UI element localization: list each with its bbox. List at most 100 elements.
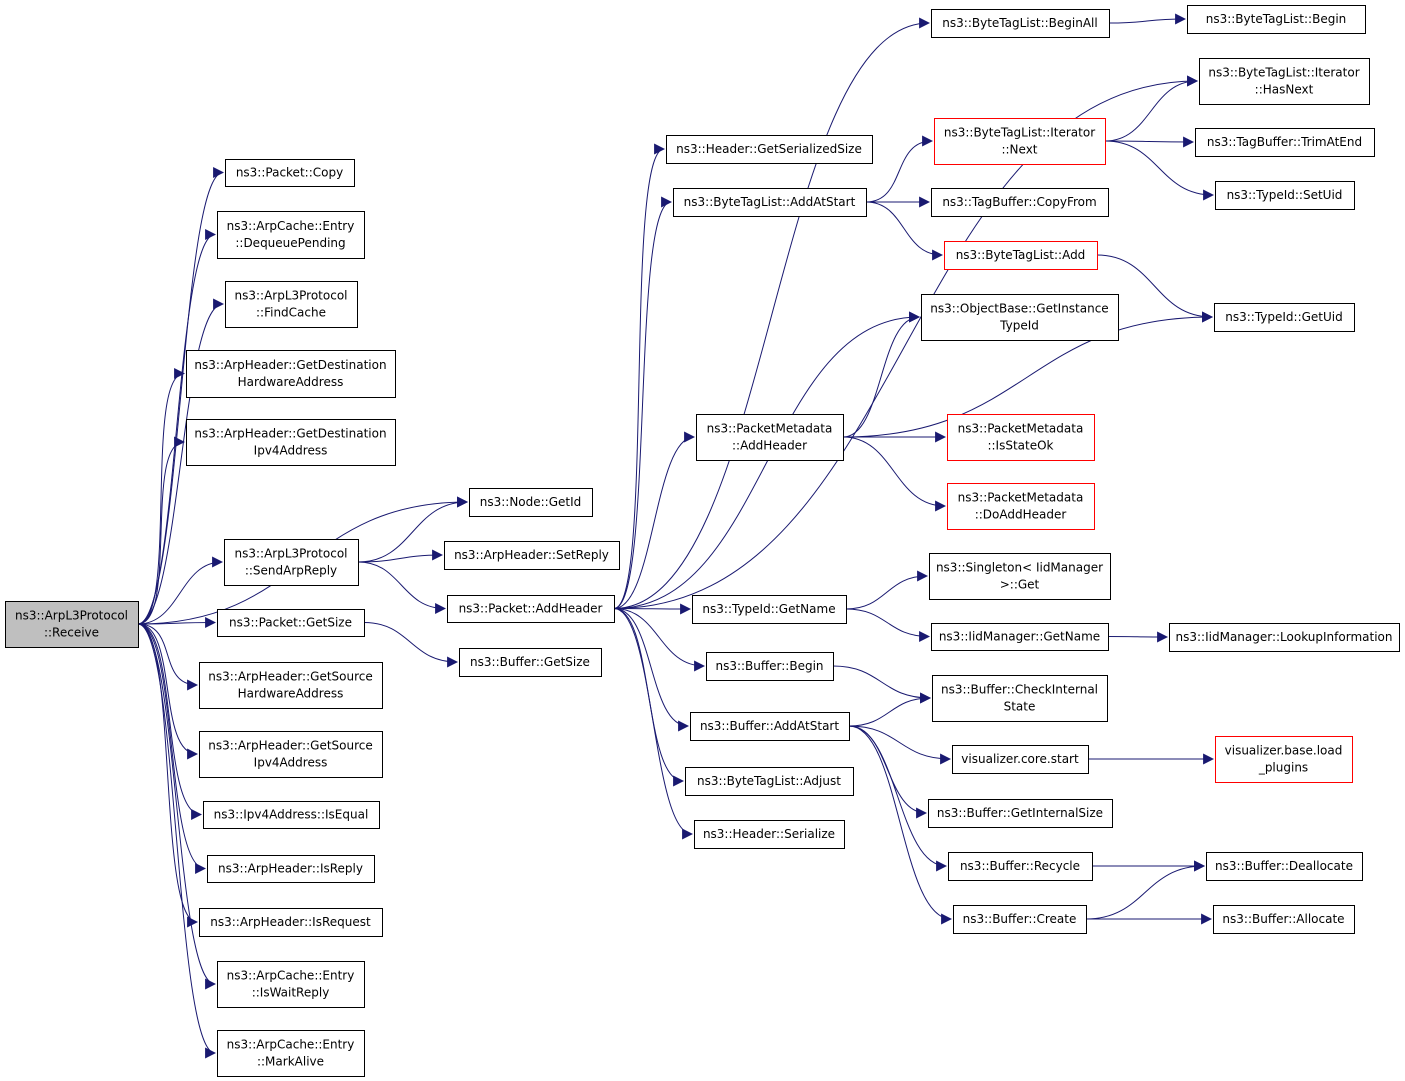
node-pm_add_header[interactable]: ns3::PacketMetadata::AddHeader [696, 414, 844, 461]
node-node_getid[interactable]: ns3::Node::GetId [469, 488, 593, 517]
node-label: ns3::TagBuffer::CopyFrom [942, 195, 1096, 209]
node-dequeue_pending[interactable]: ns3::ArpCache::Entry::DequeuePending [217, 211, 365, 259]
node-btl_iter_next[interactable]: ns3::ByteTagList::Iterator::Next [934, 118, 1106, 165]
node-box [928, 799, 1113, 828]
node-receive[interactable]: ns3::ArpL3Protocol::Receive [5, 601, 139, 648]
node-buffer_deallocate[interactable]: ns3::Buffer::Deallocate [1206, 852, 1363, 881]
node-btl_add_at_start[interactable]: ns3::ByteTagList::AddAtStart [673, 188, 867, 217]
node-typeid_getuid[interactable]: ns3::TypeId::GetUid [1214, 303, 1355, 332]
edge-buffer_create-to-buffer_deallocate [1085, 860, 1206, 920]
node-label: ns3::ArpHeader::IsReply [218, 862, 363, 876]
node-singleton_get[interactable]: ns3::Singleton< IidManager>::Get [929, 553, 1111, 600]
node-label: ns3::Ipv4Address::IsEqual [214, 808, 369, 822]
node-viz_load_plugins[interactable]: visualizer.base.load_plugins [1215, 736, 1353, 783]
edge-add_header-to-header_serialize [613, 608, 694, 840]
node-label: ::IsWaitReply [252, 986, 330, 1000]
node-label: visualizer.core.start [961, 752, 1079, 766]
edges-layer [137, 13, 1215, 1059]
node-set_reply[interactable]: ns3::ArpHeader::SetReply [444, 541, 620, 570]
node-buffer_create[interactable]: ns3::Buffer::Create [953, 905, 1087, 934]
node-label: HardwareAddress [238, 687, 344, 701]
node-mark_alive[interactable]: ns3::ArpCache::Entry::MarkAlive [217, 1030, 365, 1077]
edge-receive-to-packet_copy [137, 167, 225, 625]
node-add_header[interactable]: ns3::Packet::AddHeader [447, 595, 615, 623]
node-get_dest_ipv4[interactable]: ns3::ArpHeader::GetDestinationIpv4Addres… [186, 419, 396, 466]
edge-buffer_add_at_start-to-buffer_create [848, 725, 953, 925]
node-btl_adjust[interactable]: ns3::ByteTagList::Adjust [685, 767, 854, 796]
node-btl_add[interactable]: ns3::ByteTagList::Add [944, 241, 1098, 270]
node-btl_begin[interactable]: ns3::ByteTagList::Begin [1187, 5, 1366, 34]
node-label: ns3::ArpCache::Entry [227, 1038, 355, 1052]
edge-receive-to-packet_getsize [137, 617, 217, 629]
node-box [931, 623, 1109, 651]
node-find_cache[interactable]: ns3::ArpL3Protocol::FindCache [225, 281, 358, 328]
node-hdr_serialized_size[interactable]: ns3::Header::GetSerializedSize [666, 135, 873, 164]
node-label: ns3::Packet::Copy [236, 166, 343, 180]
node-is_equal[interactable]: ns3::Ipv4Address::IsEqual [203, 801, 380, 829]
node-box [952, 745, 1089, 774]
edge-btl_add_at_start-to-btl_add [865, 201, 944, 261]
node-typeid_setuid[interactable]: ns3::TypeId::SetUid [1215, 181, 1355, 210]
edge-receive-to-mark_alive [137, 623, 217, 1059]
node-label: ns3::ByteTagList::Begin [1206, 12, 1347, 26]
node-box [225, 281, 358, 328]
node-is_reply[interactable]: ns3::ArpHeader::IsReply [207, 855, 375, 883]
node-label: ns3::Buffer::CheckInternal [941, 683, 1098, 697]
node-pm_is_state_ok[interactable]: ns3::PacketMetadata::IsStateOk [947, 414, 1095, 461]
node-buffer_add_at_start[interactable]: ns3::Buffer::AddAtStart [690, 712, 850, 741]
node-pm_do_add_header[interactable]: ns3::PacketMetadata::DoAddHeader [947, 483, 1095, 530]
node-label: ::HasNext [1255, 83, 1314, 97]
node-packet_getsize[interactable]: ns3::Packet::GetSize [217, 609, 365, 637]
node-packet_copy[interactable]: ns3::Packet::Copy [225, 159, 355, 187]
node-box [953, 905, 1087, 934]
node-tagbuffer_copyfrom[interactable]: ns3::TagBuffer::CopyFrom [931, 188, 1109, 217]
node-buffer_allocate[interactable]: ns3::Buffer::Allocate [1213, 905, 1355, 934]
node-box [929, 553, 1111, 600]
node-box [944, 241, 1098, 270]
node-header_serialize[interactable]: ns3::Header::Serialize [694, 820, 845, 849]
node-buffer_recycle[interactable]: ns3::Buffer::Recycle [948, 852, 1093, 881]
edge-btl_iter_next-to-btl_iter_hasnext [1104, 75, 1199, 142]
node-label: State [1004, 700, 1036, 714]
node-btl_begin_all[interactable]: ns3::ByteTagList::BeginAll [931, 9, 1110, 38]
node-label: ns3::Singleton< IidManager [936, 561, 1103, 575]
node-box [1169, 623, 1400, 652]
edge-buffer_add_at_start-to-buffer_recycle [848, 725, 948, 872]
node-viz_core_start[interactable]: visualizer.core.start [952, 745, 1089, 774]
node-iid_lookup[interactable]: ns3::IidManager::LookupInformation [1169, 623, 1400, 652]
node-box [932, 675, 1108, 722]
node-label: ns3::PacketMetadata [958, 422, 1084, 436]
node-label: ns3::PacketMetadata [958, 491, 1084, 505]
node-buffer_get_internal_size[interactable]: ns3::Buffer::GetInternalSize [928, 799, 1113, 828]
edge-add_header-to-ob_get_instance_typeid [613, 311, 921, 609]
node-label: ns3::ByteTagList::Add [956, 248, 1086, 262]
node-box [203, 801, 380, 829]
node-label: >::Get [1000, 578, 1040, 592]
node-box [692, 595, 847, 624]
node-btl_iter_hasnext[interactable]: ns3::ByteTagList::Iterator::HasNext [1199, 58, 1370, 105]
edge-pm_add_header-to-pm_do_add_header [842, 436, 947, 512]
node-label: ns3::IidManager::LookupInformation [1176, 630, 1393, 644]
node-is_request[interactable]: ns3::ArpHeader::IsRequest [199, 908, 383, 937]
edge-receive-to-get_src_ipv4 [137, 623, 199, 760]
node-buffer_getsize[interactable]: ns3::Buffer::GetSize [459, 648, 602, 677]
node-get_dest_hw[interactable]: ns3::ArpHeader::GetDestinationHardwareAd… [186, 350, 396, 398]
node-box [1187, 5, 1366, 34]
node-box [673, 188, 867, 217]
node-typeid_getname[interactable]: ns3::TypeId::GetName [692, 595, 847, 624]
node-send_arp_reply[interactable]: ns3::ArpL3Protocol::SendArpReply [224, 539, 359, 586]
edge-btl_iter_next-to-typeid_setuid [1104, 140, 1215, 201]
node-box [444, 541, 620, 570]
node-tagbuffer_trim[interactable]: ns3::TagBuffer::TrimAtEnd [1195, 128, 1375, 157]
node-iid_getname[interactable]: ns3::IidManager::GetName [931, 623, 1109, 651]
node-box [1214, 303, 1355, 332]
node-box [666, 135, 873, 164]
node-box [199, 731, 383, 778]
node-is_wait_reply[interactable]: ns3::ArpCache::Entry::IsWaitReply [217, 961, 365, 1008]
node-box [217, 961, 365, 1008]
node-buffer_begin[interactable]: ns3::Buffer::Begin [706, 652, 834, 681]
